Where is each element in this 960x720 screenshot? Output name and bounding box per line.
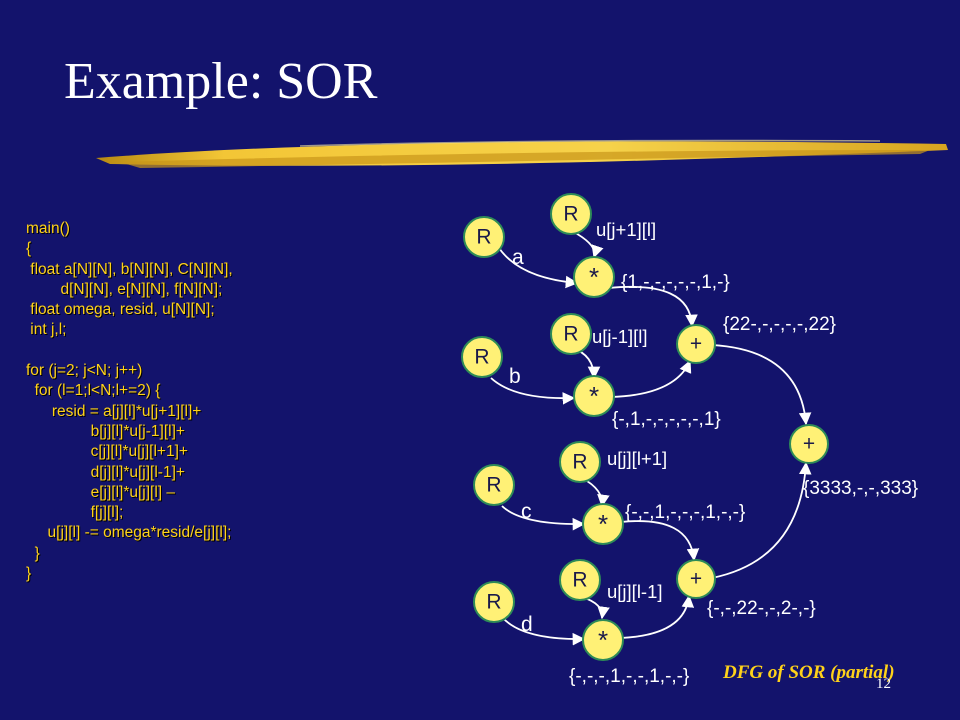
code-line: float omega, resid, u[N][N]; <box>26 301 215 319</box>
code-line: e[j][l]*u[j][l] – <box>26 483 176 501</box>
edge-add1-to-add2 <box>711 344 812 426</box>
code-line: c[j][l]*u[j][l+1]+ <box>26 443 188 461</box>
svg-text:R: R <box>486 591 501 614</box>
annotation-6: {-,-,22-,-,2-,-} <box>707 598 816 619</box>
edge-mul2-to-add1 <box>610 359 692 398</box>
node-mul-2: * <box>573 375 615 417</box>
code-line: resid = a[j][l]*u[j+1][l]+ <box>26 402 202 420</box>
node-R-c: R <box>473 464 515 506</box>
edge-mul4-to-add3 <box>620 594 695 639</box>
edge-mul1-to-add1 <box>608 285 698 328</box>
code-line: b[j][l]*u[j-1][l]+ <box>26 422 185 440</box>
svg-text:R: R <box>476 226 491 249</box>
code-line: } <box>26 565 32 583</box>
code-line: d[N][N], e[N][N], f[N][N]; <box>26 280 223 298</box>
slide-number: 12 <box>876 676 891 692</box>
code-line: for (j=2; j<N; j++) <box>26 362 143 380</box>
edge-label-b: b <box>509 365 521 388</box>
svg-text:R: R <box>474 346 489 369</box>
code-line: main() <box>26 220 70 237</box>
edge-Rt1-to-mul1 <box>571 230 604 259</box>
node-add-3: + <box>676 559 716 599</box>
code-line: d[j][l]*u[j][l-1]+ <box>26 463 185 481</box>
edge-Rd-to-mul4 <box>501 616 586 646</box>
svg-text:+: + <box>690 568 702 591</box>
code-line: float a[N][N], b[N][N], C[N][N], <box>26 260 233 278</box>
code-block: main() { float a[N][N], b[N][N], C[N][N],… <box>26 219 233 584</box>
svg-text:R: R <box>486 474 501 497</box>
annotation-2: {22-,-,-,-,-,22} <box>723 314 836 335</box>
node-R-a: R <box>463 216 505 258</box>
node-mul-4: * <box>582 619 624 661</box>
annotation-3: {-,1,-,-,-,-,-,1} <box>612 409 721 430</box>
svg-text:*: * <box>589 262 599 292</box>
node-R-top2: R <box>550 313 592 355</box>
operand-labels: u[j+1][l] u[j-1][l] u[j][l+1] u[j][l-1] <box>592 219 667 602</box>
code-line: u[j][l] -= omega*resid/e[j][l]; <box>26 524 232 542</box>
operand-label-1: u[j+1][l] <box>596 219 656 240</box>
svg-text:R: R <box>563 323 578 346</box>
node-R-d: R <box>473 581 515 623</box>
edge-add3-to-add2 <box>711 461 812 579</box>
svg-text:*: * <box>589 381 599 411</box>
svg-text:+: + <box>690 333 702 356</box>
operand-label-3: u[j][l+1] <box>607 448 667 469</box>
edge-mul3-to-add3 <box>620 520 700 562</box>
node-R-top4: R <box>559 559 601 601</box>
node-add-2: + <box>789 424 829 464</box>
code-line: } <box>26 544 40 562</box>
code-line: for (l=1;l<N;l+=2) { <box>26 382 161 400</box>
dfg-nodes: R R * R R * + + R R * + R R * <box>461 193 829 661</box>
edge-label-c: c <box>521 500 532 523</box>
code-line: f[j][l]; <box>26 504 124 522</box>
code-line: { <box>26 240 32 258</box>
slide-title: Example: SOR <box>64 53 378 110</box>
annotation-7: {-,-,-,1,-,-,1,-,-} <box>569 666 689 687</box>
svg-text:*: * <box>598 509 608 539</box>
svg-text:*: * <box>598 625 608 655</box>
edge-labels: a b c d <box>509 246 533 636</box>
operand-label-4: u[j][l-1] <box>607 581 663 602</box>
annotations: {1,-,-,-,-,-,1,-} {22-,-,-,-,-,22} {-,1,… <box>569 272 918 687</box>
edge-label-a: a <box>512 246 524 269</box>
node-mul-3: * <box>582 503 624 545</box>
annotation-1: {1,-,-,-,-,-,1,-} <box>621 272 730 293</box>
code-line: int j,l; <box>26 321 67 339</box>
svg-text:R: R <box>563 203 578 226</box>
node-R-top3: R <box>559 441 601 483</box>
svg-text:+: + <box>803 433 815 456</box>
node-R-b: R <box>461 336 503 378</box>
edge-Ra-to-mul1 <box>498 247 579 289</box>
diagram-caption: DFG of SOR (partial) <box>723 662 895 683</box>
node-add-1: + <box>676 324 716 364</box>
annotation-5: {-,-,1,-,-,-,1,-,-} <box>625 502 745 523</box>
edge-Rc-to-mul3 <box>501 505 586 531</box>
edge-Rb-to-mul2 <box>490 377 576 405</box>
svg-text:R: R <box>572 451 587 474</box>
code-line <box>26 341 233 361</box>
svg-text:R: R <box>572 569 587 592</box>
node-mul-1: * <box>573 256 615 298</box>
operand-label-2: u[j-1][l] <box>592 326 648 347</box>
edge-label-d: d <box>521 613 533 636</box>
annotation-4: {3333,-,-,333} <box>803 478 918 499</box>
title-underline <box>96 139 948 168</box>
node-R-top1: R <box>550 193 592 235</box>
